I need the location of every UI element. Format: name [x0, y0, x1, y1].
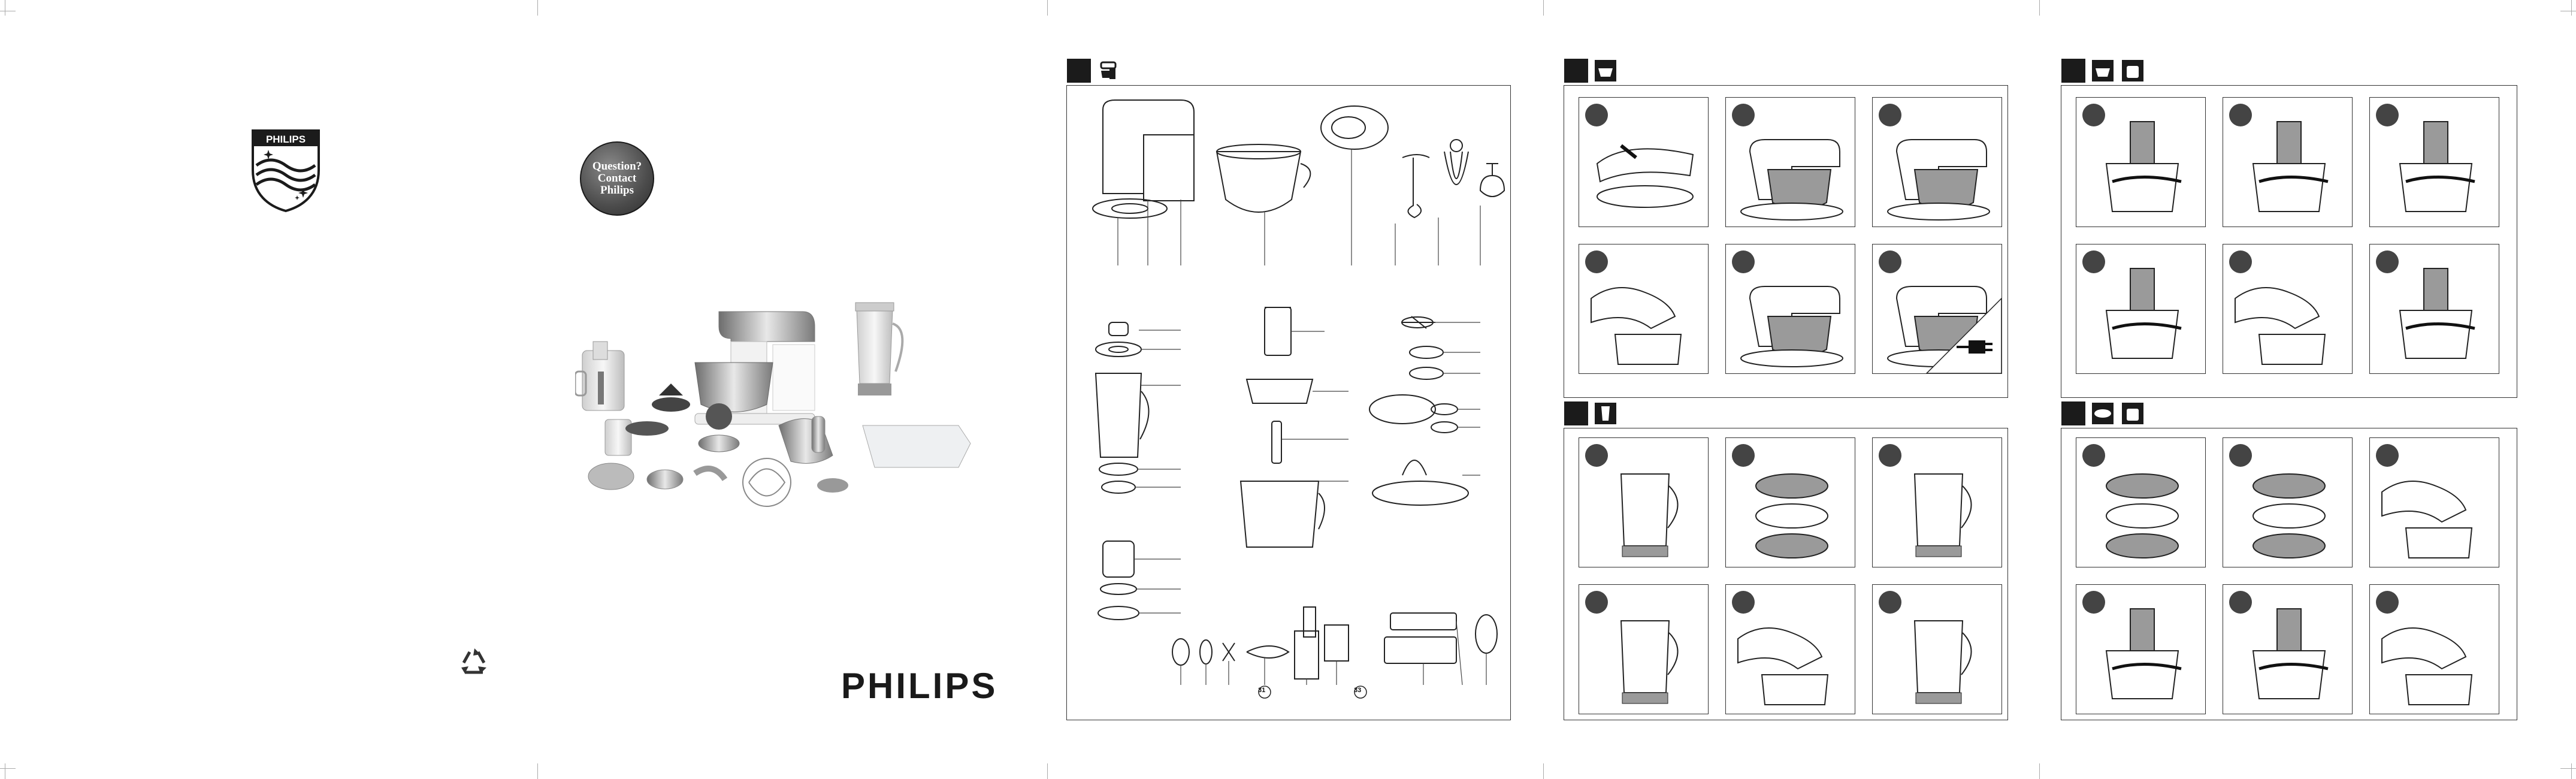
shield-brand-text: PHILIPS — [266, 134, 306, 145]
food-processor-step-illustration — [2223, 97, 2353, 227]
step-number-circle — [1879, 591, 1901, 614]
step-number-circle — [2376, 104, 2399, 126]
blender-step-illustration — [1579, 437, 1709, 567]
recycle-icon — [456, 646, 491, 681]
blender-step-illustration — [1725, 437, 1855, 567]
contact-philips-badge: Question? Contact Philips — [580, 141, 654, 216]
step-number-circle — [1585, 591, 1608, 614]
step-number-circle — [1732, 104, 1755, 126]
step-number-circle — [1585, 104, 1608, 126]
blender-jar-icon — [1594, 401, 1617, 425]
step-number-circle — [1732, 591, 1755, 614]
badge-line-3: Philips — [600, 185, 634, 197]
slicing-section-tab — [2061, 401, 2085, 425]
step-number-circle — [2376, 250, 2399, 273]
processor-bowl-icon — [2121, 59, 2145, 83]
bowl-icon — [1594, 59, 1617, 83]
food-processor-step-illustration — [2369, 244, 2499, 374]
machine-icon — [1096, 59, 1120, 83]
cover-panel: PHILIPS Question? Contact Philips — [0, 0, 1054, 779]
step-number-circle — [2229, 444, 2252, 467]
food-processor-step-illustration — [2223, 244, 2353, 374]
slicing-step-illustration — [2369, 437, 2499, 567]
blender-photo — [855, 303, 902, 395]
slicing-step-illustration — [2369, 584, 2499, 714]
food-processor-photo — [575, 342, 624, 410]
badge-line-2: Contact — [598, 173, 636, 185]
blender-step-illustration — [1872, 584, 2002, 714]
kneading-step-illustration — [1872, 244, 2002, 374]
blender-section-tab — [1564, 401, 1588, 425]
step-number-circle — [2376, 591, 2399, 614]
blender-step-illustration — [1725, 584, 1855, 714]
philips-wordmark: PHILIPS — [841, 665, 997, 706]
kneading-step-illustration — [1725, 97, 1855, 227]
step-number-circle — [2082, 104, 2105, 126]
food-processor-step-illustration — [2369, 97, 2499, 227]
slicing-step-illustration — [2076, 584, 2206, 714]
kneading-step-illustration — [1579, 97, 1709, 227]
food-processor-section-tab — [2061, 59, 2085, 83]
product-accessories-photo — [575, 294, 994, 515]
blender-step-illustration — [1872, 437, 2002, 567]
slicing-step-illustration — [2076, 437, 2206, 567]
step-number-circle — [1879, 250, 1901, 273]
overview-section-tab — [1067, 59, 1091, 83]
step-number-circle — [2229, 591, 2252, 614]
mini-chopper-photo — [605, 419, 631, 455]
kneading-step-illustration — [1872, 97, 2002, 227]
slicing-step-illustration — [2223, 437, 2353, 567]
step-number-circle — [2376, 444, 2399, 467]
step-number-circle — [2082, 444, 2105, 467]
step-number-circle — [2082, 250, 2105, 273]
step-number-circle — [1732, 250, 1755, 273]
part-number-31: 31 — [1258, 687, 1265, 694]
part-number-33: 33 — [1354, 687, 1361, 694]
step-number-circle — [1732, 444, 1755, 467]
kneading-section-tab — [1564, 59, 1588, 83]
parts-overview-frame: 31 33 — [1066, 85, 1511, 720]
discs-icon — [2091, 401, 2115, 425]
blender-step-illustration — [1579, 584, 1709, 714]
step-number-circle — [1585, 250, 1608, 273]
kneading-step-illustration — [1579, 244, 1709, 374]
step-number-circle — [1585, 444, 1608, 467]
badge-line-1: Question? — [592, 161, 642, 173]
step-number-circle — [1879, 444, 1901, 467]
bowl-icon — [2091, 59, 2115, 83]
slicing-step-illustration — [2223, 584, 2353, 714]
step-number-circle — [2229, 250, 2252, 273]
kneading-step-illustration — [1725, 244, 1855, 374]
food-processor-step-illustration — [2076, 244, 2206, 374]
parts-overview-drawing — [1067, 86, 1510, 720]
processor-bowl-icon — [2121, 401, 2145, 425]
step-number-circle — [2082, 591, 2105, 614]
step-number-circle — [2229, 104, 2252, 126]
philips-shield-logo: PHILIPS — [250, 128, 321, 212]
food-processor-step-illustration — [2076, 97, 2206, 227]
step-number-circle — [1879, 104, 1901, 126]
